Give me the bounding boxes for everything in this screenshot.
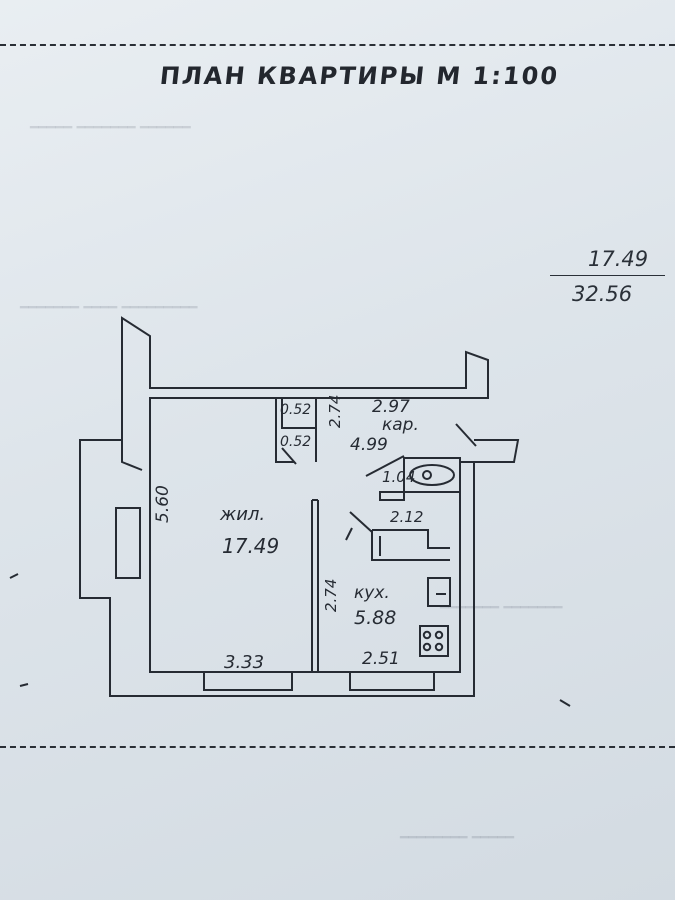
closet-height-dim: 2.74 — [326, 395, 344, 428]
stove-burner — [422, 630, 432, 640]
bleed-through-text: ━━━━━━━━ ━━━━━ — [400, 830, 515, 846]
kitchen-stove — [419, 625, 449, 657]
outer-wall — [79, 316, 489, 697]
dashed-line-bottom — [0, 746, 675, 748]
living-kitchen-wall — [311, 499, 319, 672]
corridor-area: 4.99 — [350, 435, 388, 455]
bath-drain — [422, 470, 432, 480]
dashed-line-top — [0, 44, 675, 46]
apartment-area-total: 32.56 — [572, 282, 633, 306]
stove-burner — [434, 630, 444, 640]
bath-partition — [379, 491, 405, 501]
living-area-total: 17.49 — [588, 247, 649, 271]
kitchen-door-swing — [345, 511, 373, 541]
exterior-stub — [474, 439, 520, 463]
closet-width-top-dim: 0.52 — [280, 402, 311, 418]
stove-burner — [422, 642, 432, 652]
kitchen-counter — [371, 529, 450, 561]
kitchen-name: кух. — [354, 583, 390, 603]
ratio-divider — [550, 275, 665, 276]
kitchen-sink — [427, 577, 451, 607]
left-window — [115, 507, 141, 579]
closet-door-swing — [281, 447, 297, 465]
bathroom-block — [403, 457, 461, 493]
kitchen-width-dim: 2.51 — [362, 649, 400, 669]
stove-burner — [434, 642, 444, 652]
living-window — [203, 672, 293, 691]
bathtub — [409, 464, 455, 486]
closet-width-bottom-dim: 0.52 — [280, 434, 311, 450]
bleed-through-text: ━━━━━━━ ━━━━━━━ — [440, 600, 563, 616]
kitchen-height-dim: 2.74 — [322, 579, 340, 612]
living-width-dim: 3.33 — [224, 652, 264, 673]
bleed-through-text: ━━━━━━━ ━━━━ ━━━━━━━━━ — [20, 300, 198, 316]
living-height-dim: 5.60 — [153, 485, 173, 523]
tick-marks — [9, 573, 571, 707]
living-room-area: 17.49 — [222, 534, 279, 558]
kitchen-area: 5.88 — [354, 607, 396, 629]
kitchen-depth-dim: 2.12 — [390, 508, 423, 526]
corridor-name: кар. — [382, 415, 419, 435]
bath-area: 1.04 — [382, 468, 415, 486]
corridor-door-swing — [365, 455, 405, 477]
living-room-name: жил. — [219, 504, 265, 525]
corridor-width-dim: 2.97 — [372, 397, 410, 417]
left-wall-jog — [121, 318, 143, 471]
bleed-through-text: ━━━━━ ━━━━━━━ ━━━━━━ — [30, 120, 191, 136]
entry-door-swing — [455, 423, 477, 447]
kitchen-window — [349, 672, 435, 691]
